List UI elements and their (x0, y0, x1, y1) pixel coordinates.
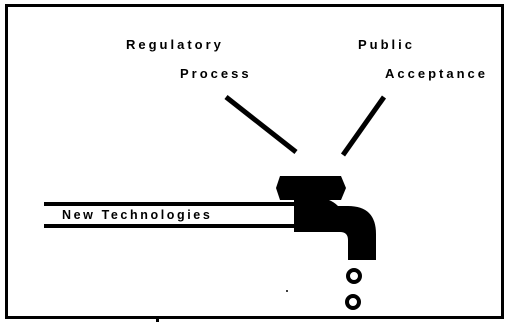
faucet-icon (276, 176, 376, 260)
pipe (44, 202, 294, 228)
pipe-label: New Technologies (62, 208, 213, 222)
speck-mark (286, 290, 288, 292)
public-label-line1: Public (358, 37, 416, 52)
regulatory-label-line1: Regulatory (126, 37, 224, 52)
regulatory-pointer-line (224, 95, 298, 154)
diagram-border (5, 4, 504, 319)
public-label-line2: Acceptance (385, 66, 488, 81)
public-pointer-line (340, 95, 387, 157)
regulatory-label-line2: Process (180, 66, 252, 81)
water-drop-icon (345, 268, 362, 310)
speck-mark (156, 319, 159, 322)
